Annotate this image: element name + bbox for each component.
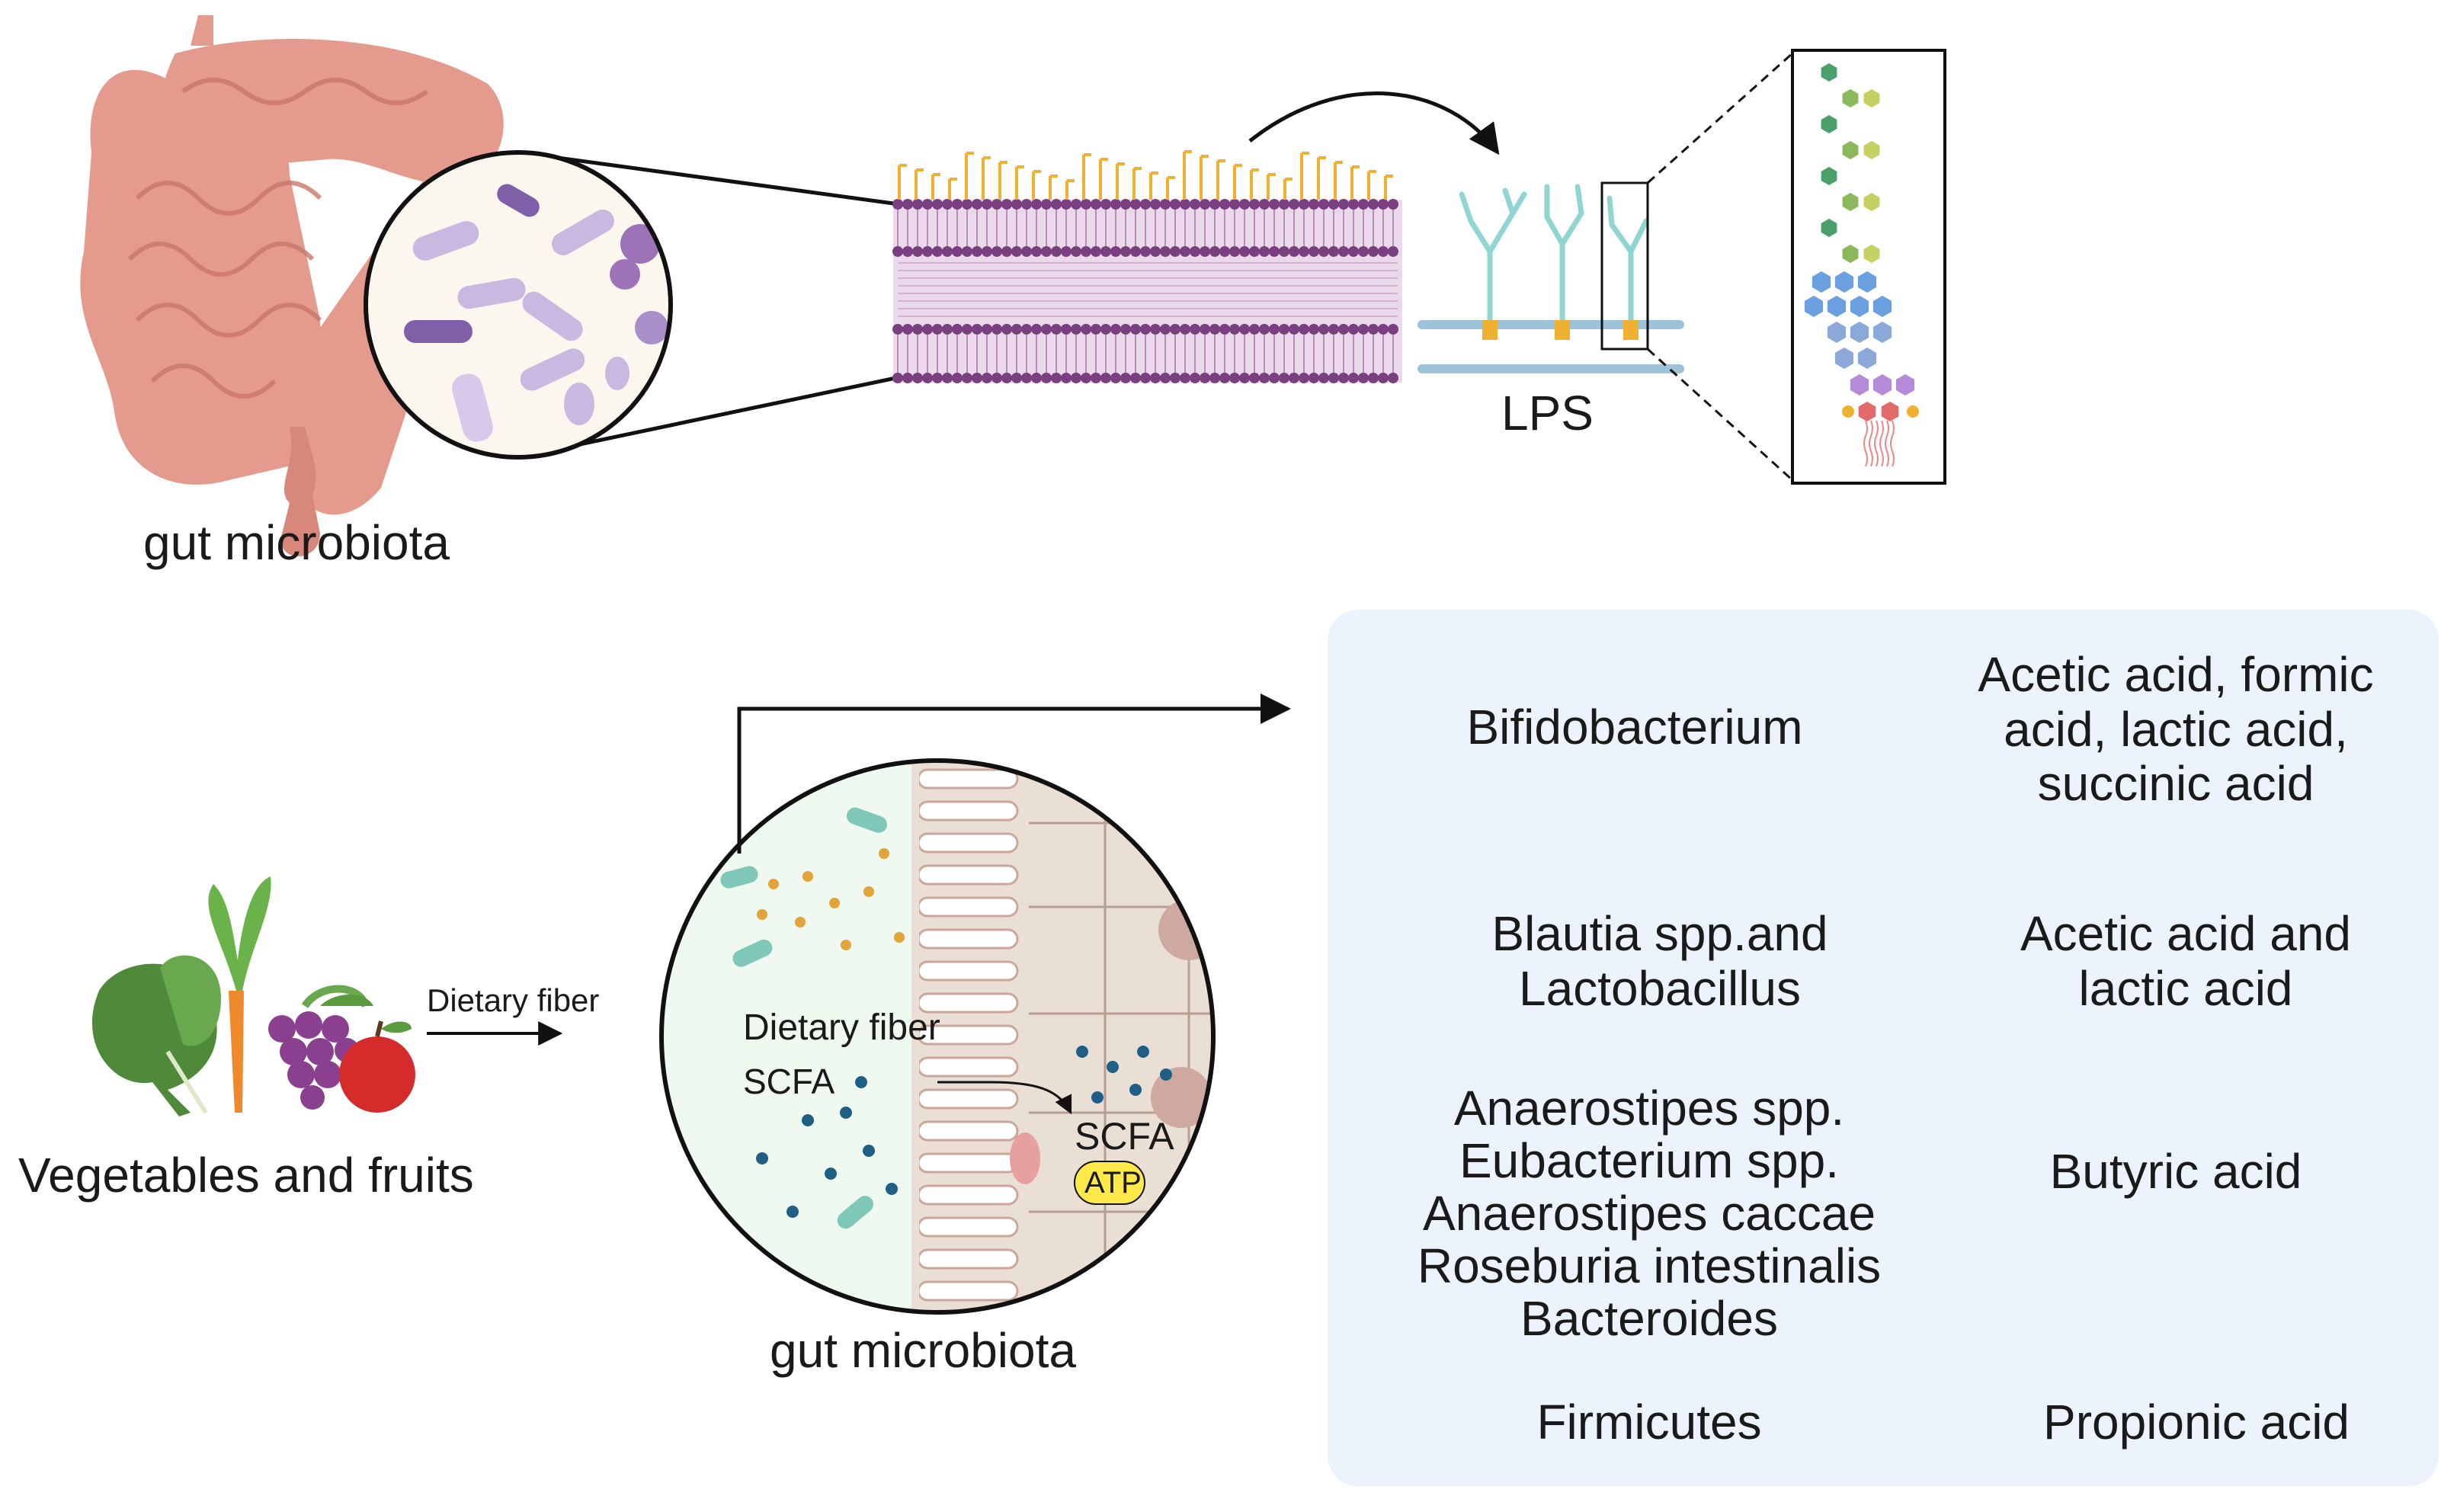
bacteria-bifidobacterium: Bifidobacterium [1466, 700, 1803, 754]
circle-scfa-label: SCFA [743, 1062, 835, 1101]
product-acetic-lactic: Acetic acid and lactic acid [2020, 906, 2352, 1016]
bacteria-blautia-lactobacillus: Blautia spp.and Lactobacillus [1491, 906, 1828, 1016]
product-butyric-acid: Butyric acid [2049, 1144, 2302, 1199]
circle-scfa-label-2: SCFA [1075, 1115, 1174, 1158]
zoom-dashed-lines [1646, 52, 1794, 482]
intestine-illustration [80, 15, 504, 556]
vegetables-fruits-label: Vegetables and fruits [18, 1148, 474, 1203]
lps-illustration [1418, 181, 1684, 373]
arrow-membrane-to-lps [1248, 91, 1500, 155]
outer-membrane [892, 150, 1402, 383]
gut-microbiota-circle [659, 758, 1216, 1315]
bacteria-zoom-circle [364, 150, 673, 460]
scfa-producers-panel [1328, 610, 2439, 1486]
bacteria-butyrate-producers: Anaerostipes spp. Eubacterium spp. Anaer… [1417, 1081, 1882, 1347]
bacteria-firmicutes: Firmicutes [1536, 1395, 1762, 1450]
lps-label: LPS [1501, 386, 1594, 440]
atp-label: ATP [1084, 1166, 1142, 1200]
lps-sticks [898, 150, 1393, 200]
bottom-gut-microbiota-label: gut microbiota [770, 1323, 1076, 1378]
arrow-circle-to-panel [737, 694, 1291, 854]
product-acetic-formic-lactic-succinic: Acetic acid, formic acid, lactic acid, s… [1978, 647, 2374, 812]
lipid-heads [892, 199, 1398, 383]
lps-structure-box [1791, 49, 1946, 485]
vegetables-fruits-illustration [91, 876, 415, 1116]
top-gut-microbiota-label: gut microbiota [143, 515, 450, 570]
circle-dietary-fiber-label: Dietary fiber [743, 1007, 940, 1048]
product-propionic-acid: Propionic acid [2043, 1395, 2350, 1450]
dietary-fiber-arrow-label: Dietary fiber [427, 982, 600, 1018]
